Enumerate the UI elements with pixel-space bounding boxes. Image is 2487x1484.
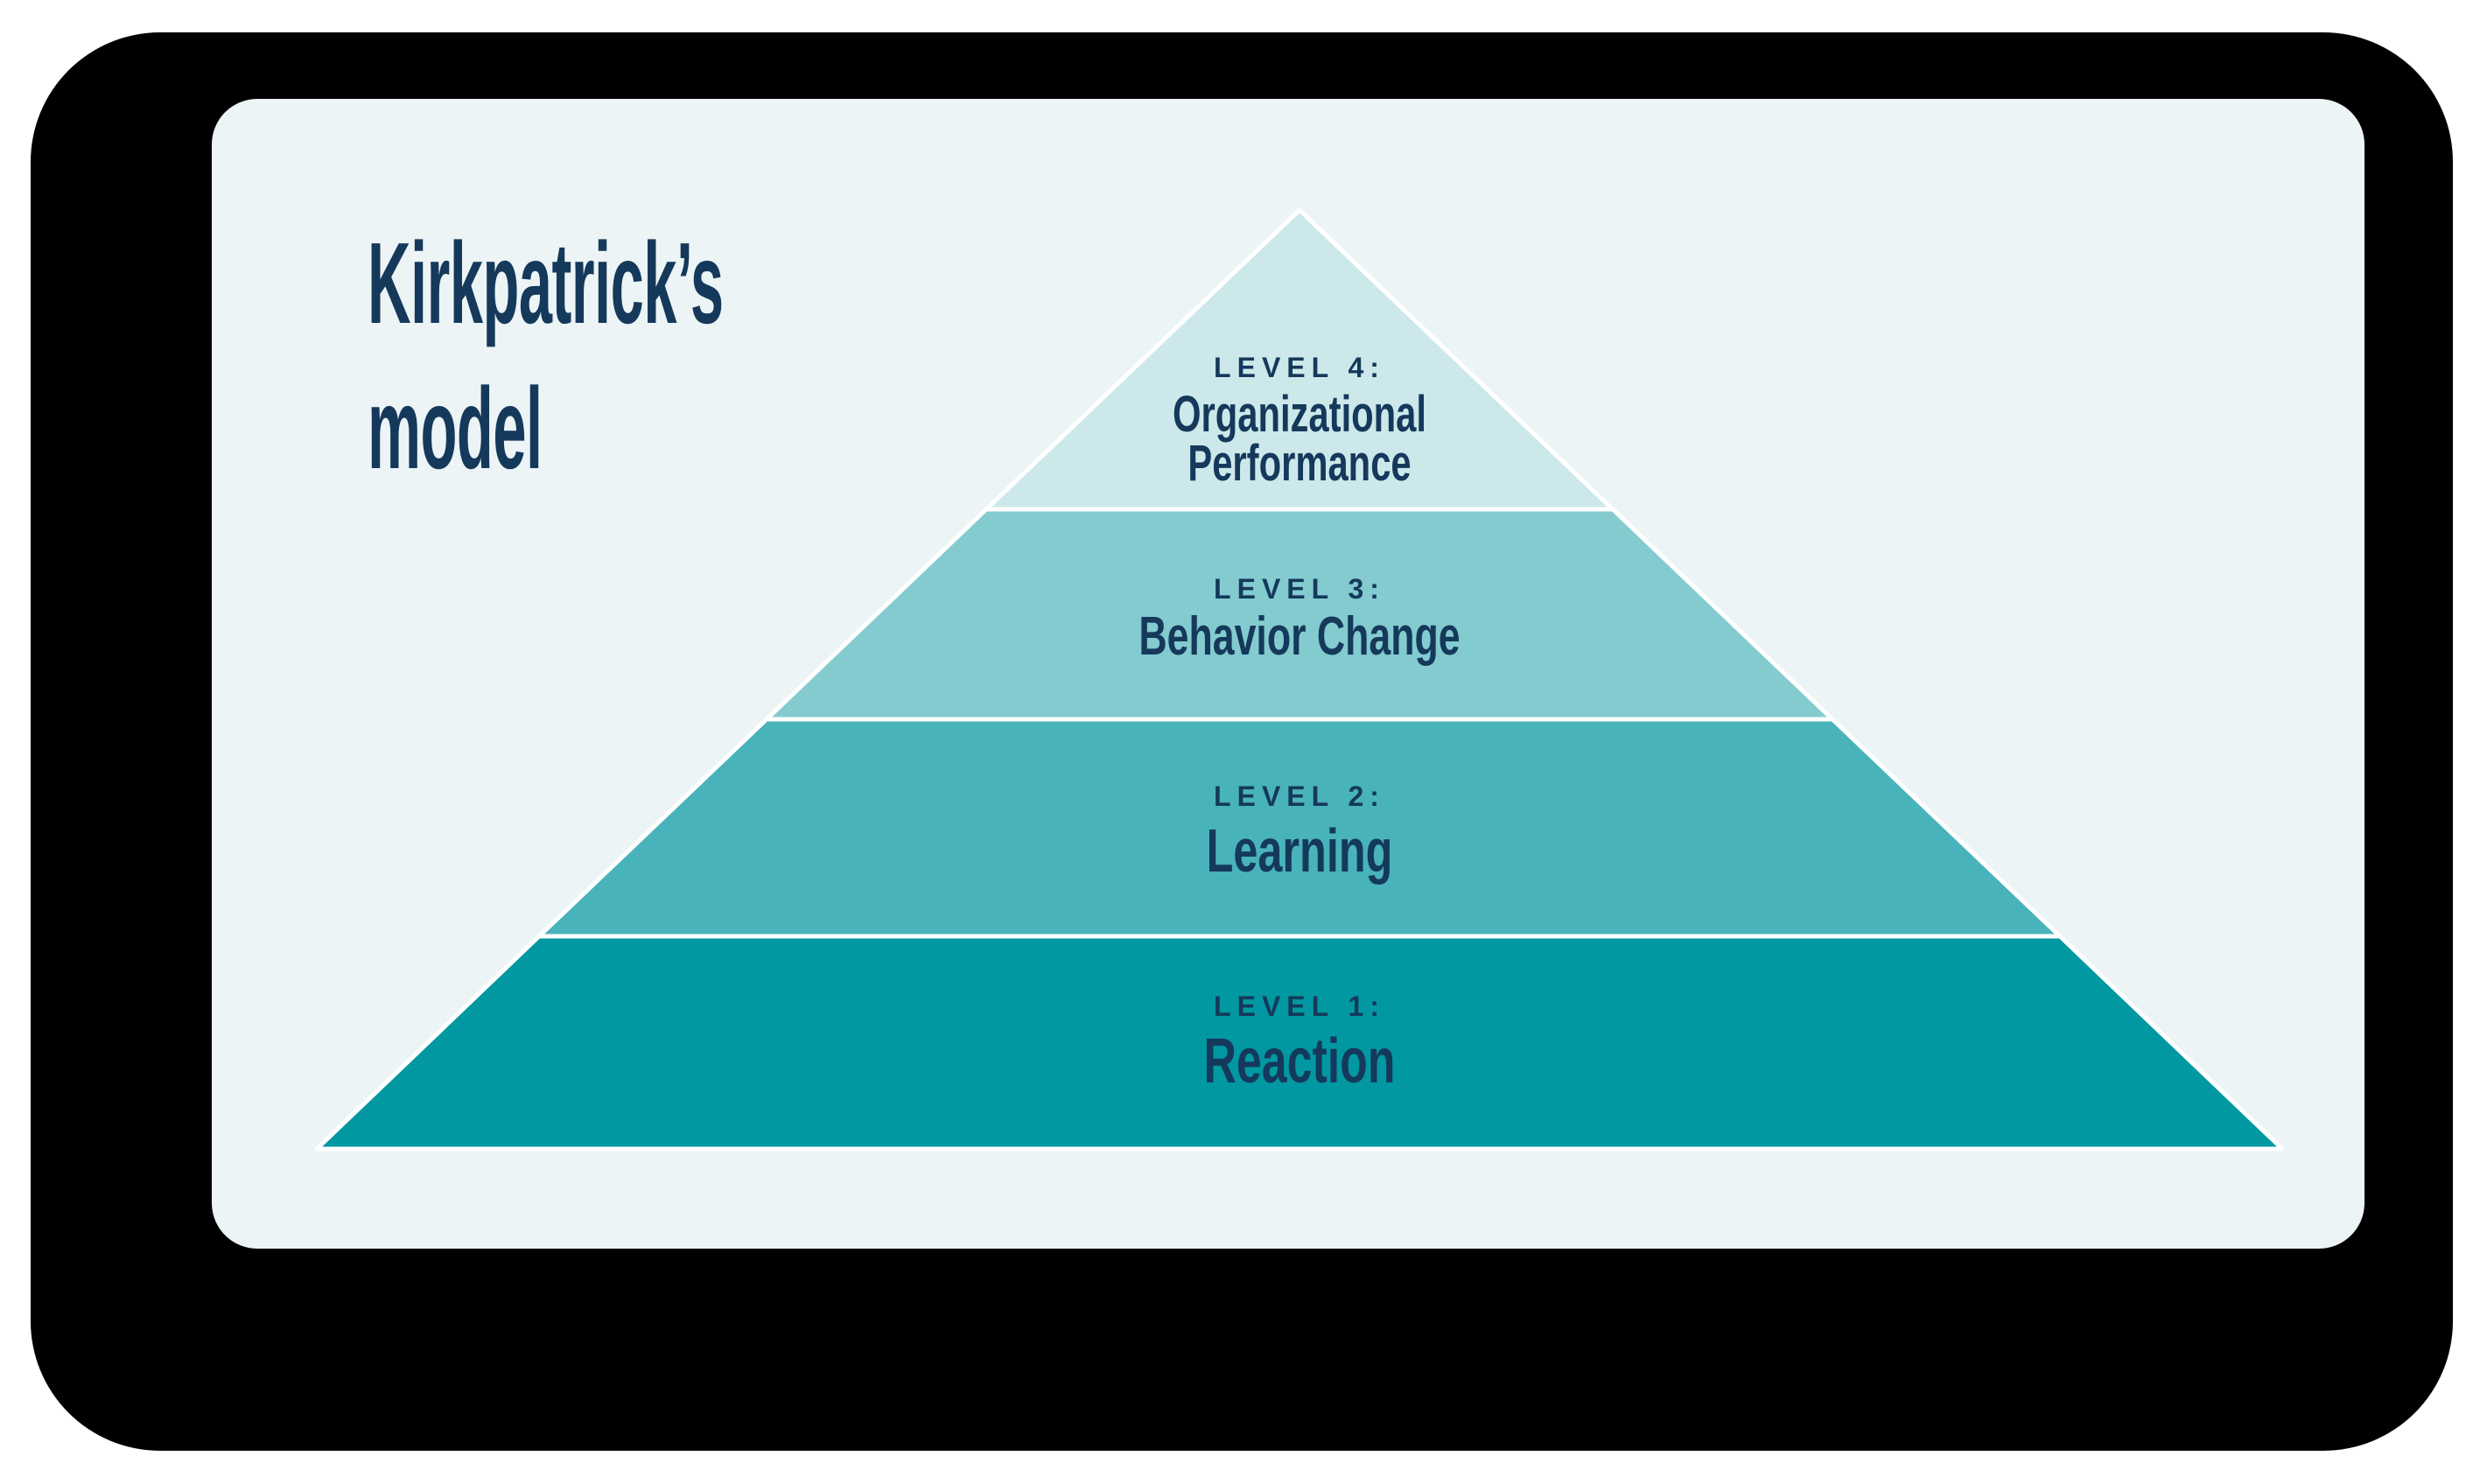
pyramid-level-3-text: LEVEL 3: Behavior Change [1076, 571, 1523, 664]
level-4-label: LEVEL 4: [1214, 352, 1385, 383]
level-4-name: Organizational Performance [1172, 386, 1427, 492]
pyramid-diagram [314, 207, 2285, 1152]
level-1-label: LEVEL 1: [1214, 990, 1385, 1022]
pyramid-level-1-shape [314, 934, 2285, 1152]
level-2-label: LEVEL 2: [1214, 780, 1385, 812]
slide-card: Kirkpatrick’s model LEVEL 4: Organizatio… [212, 99, 2364, 1249]
device-frame: Kirkpatrick’s model LEVEL 4: Organizatio… [31, 32, 2453, 1451]
pyramid-level-2-text: LEVEL 2: Learning [1170, 779, 1429, 885]
level-1-name: Reaction [1203, 1026, 1396, 1096]
pyramid-level-4-text: LEVEL 4: Organizational Performance [1111, 350, 1488, 492]
pyramid-level-1-text: LEVEL 1: Reaction [1166, 989, 1433, 1096]
slide-title: Kirkpatrick’s model [368, 219, 724, 493]
level-3-label: LEVEL 3: [1214, 573, 1385, 605]
level-2-name: Learning [1206, 816, 1393, 885]
level-3-name: Behavior Change [1138, 606, 1461, 667]
